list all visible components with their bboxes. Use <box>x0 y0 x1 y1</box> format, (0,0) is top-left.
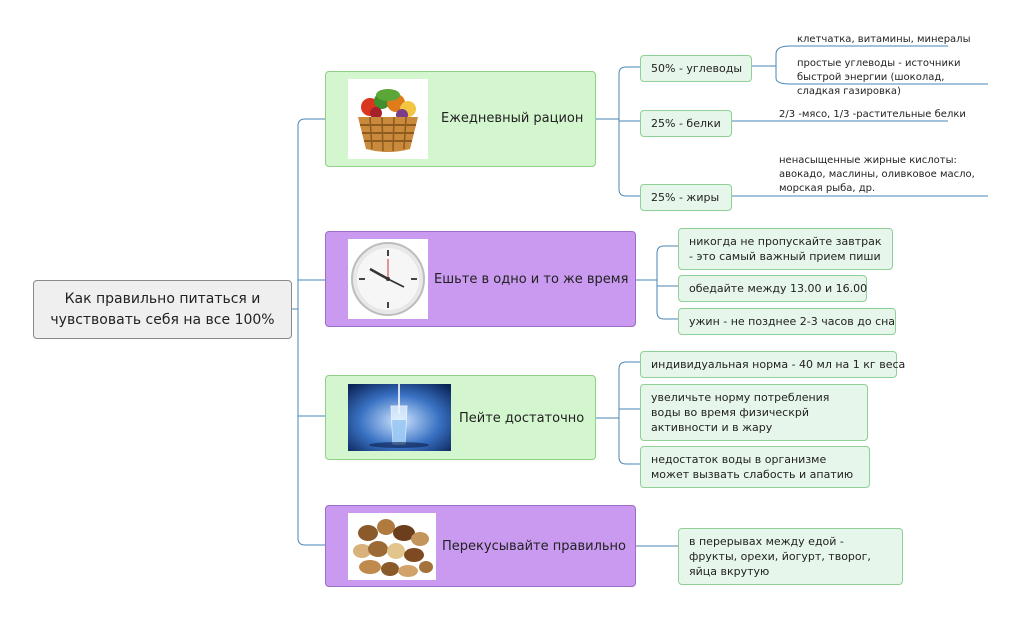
nuts-icon <box>348 513 436 580</box>
subtopic-breakfast[interactable]: никогда не пропускайте завтрак - это сам… <box>678 228 893 270</box>
subtopic-label: 50% - углеводы <box>651 62 743 75</box>
note-fiber: клетчатка, витамины, минералы <box>797 33 970 47</box>
subtopic-label: индивидуальная норма - 40 мл на 1 кг вес… <box>651 358 906 371</box>
topic-label: Ешьте в одно и то же время <box>434 272 629 287</box>
note-simple-carbs: простые углеводы - источники быстрой эне… <box>797 57 989 99</box>
root-topic[interactable]: Как правильно питаться и чувствовать себ… <box>33 280 292 339</box>
subtopic-snacks[interactable]: в перерывах между едой - фрукты, орехи, … <box>678 528 903 585</box>
topic-daily-diet[interactable]: Ежедневный рацион <box>325 71 596 167</box>
topic-drink-enough[interactable]: Пейте достаточно <box>325 375 596 460</box>
topic-same-time[interactable]: Ешьте в одно и то же время <box>325 231 636 327</box>
subtopic-label: 25% - белки <box>651 117 721 130</box>
note-text: ненасыщенные жирные кислоты: авокадо, ма… <box>779 155 975 194</box>
topic-label: Ежедневный рацион <box>441 111 584 126</box>
root-title: Как правильно питаться и чувствовать себ… <box>50 290 275 328</box>
note-text: 2/3 -мясо, 1/3 -растительные белки <box>779 109 966 120</box>
subtopic-lunch[interactable]: обедайте между 13.00 и 16.00 <box>678 275 867 302</box>
note-unsaturated-fats: ненасыщенные жирные кислоты: авокадо, ма… <box>779 154 989 196</box>
note-text: клетчатка, витамины, минералы <box>797 34 971 45</box>
subtopic-water-deficit[interactable]: недостаток воды в организме может вызват… <box>640 446 870 488</box>
subtopic-dinner[interactable]: ужин - не позднее 2-3 часов до сна <box>678 308 896 335</box>
water-glass-icon <box>348 384 451 451</box>
note-text: простые углеводы - источники быстрой эне… <box>797 58 961 97</box>
wall-clock-icon <box>348 239 428 319</box>
subtopic-label: недостаток воды в организме может вызват… <box>651 453 854 481</box>
topic-snack-right[interactable]: Перекусывайте правильно <box>325 505 636 587</box>
subtopic-label: обедайте между 13.00 и 16.00 <box>689 282 868 295</box>
topic-label: Пейте достаточно <box>459 411 585 426</box>
note-protein-split: 2/3 -мясо, 1/3 -растительные белки <box>779 108 966 122</box>
subtopic-label: никогда не пропускайте завтрак - это сам… <box>689 235 882 263</box>
subtopic-label: в перерывах между едой - фрукты, орехи, … <box>689 535 871 578</box>
subtopic-fats[interactable]: 25% - жиры <box>640 184 732 211</box>
subtopic-label: 25% - жиры <box>651 191 720 204</box>
subtopic-label: ужин - не позднее 2-3 часов до сна <box>689 315 896 328</box>
subtopic-proteins[interactable]: 25% - белки <box>640 110 732 137</box>
subtopic-increase-water[interactable]: увеличьте норму потребления воды во врем… <box>640 384 868 441</box>
subtopic-label: увеличьте норму потребления воды во врем… <box>651 391 830 434</box>
vegetable-basket-icon <box>348 79 428 159</box>
topic-label: Перекусывайте правильно <box>442 539 627 554</box>
subtopic-water-norm[interactable]: индивидуальная норма - 40 мл на 1 кг вес… <box>640 351 905 378</box>
subtopic-carbs[interactable]: 50% - углеводы <box>640 55 752 82</box>
